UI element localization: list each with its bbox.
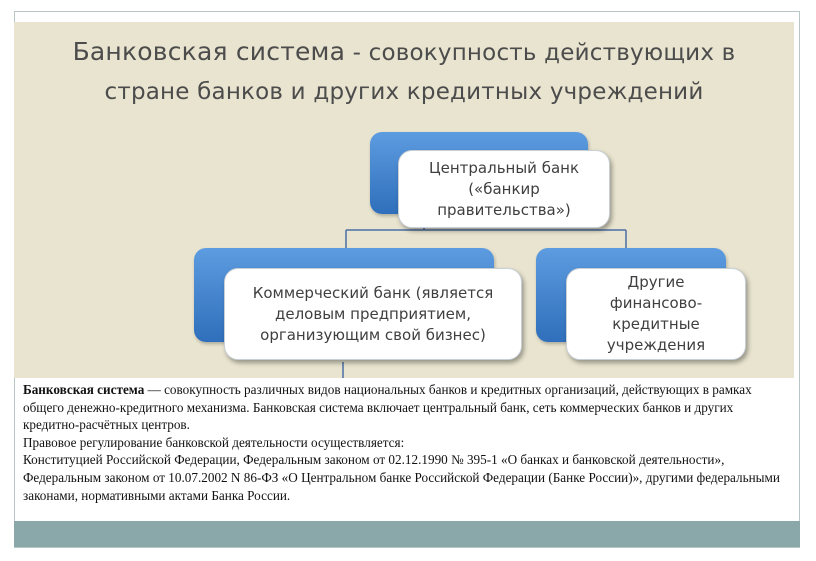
central-line-2: («банкир bbox=[468, 179, 540, 198]
commercial-line-1: Коммерческий банк (является bbox=[252, 283, 494, 302]
central-line-3: правительства») bbox=[437, 200, 571, 219]
other-line-4: учреждения bbox=[606, 336, 706, 354]
caption-definition: Банковская система — совокупность различ… bbox=[23, 381, 788, 434]
slide-caption: Банковская система — совокупность различ… bbox=[23, 381, 788, 504]
other-line-1: Другие bbox=[627, 273, 685, 291]
node-other-institutions: Другие финансово- кредитные учреждения bbox=[566, 268, 746, 360]
slide-title-rest: - совокупность действующих в bbox=[345, 40, 736, 66]
caption-term: Банковская система bbox=[23, 382, 145, 397]
commercial-line-3: организующим свой бизнес) bbox=[260, 325, 486, 344]
slide-title-line1: Банковская система - совокупность действ… bbox=[14, 32, 794, 73]
commercial-line-2: деловым предприятием, bbox=[275, 304, 471, 323]
other-line-3: кредитные bbox=[612, 315, 700, 333]
footer-bar bbox=[14, 521, 800, 547]
central-line-1: Центральный банк bbox=[428, 158, 580, 177]
caption-regulation-text: Конституцией Российской Федерации, Федер… bbox=[23, 452, 780, 503]
slide-title-bold: Банковская система bbox=[72, 37, 346, 66]
other-line-2: финансово- bbox=[609, 294, 703, 312]
caption-regulation-intro: Правовое регулирование банковской деятел… bbox=[23, 434, 405, 450]
node-commercial-bank: Коммерческий банк (является деловым пред… bbox=[224, 268, 522, 360]
slide-title: Банковская система - совокупность действ… bbox=[14, 32, 794, 112]
node-central-bank: Центральный банк («банкир правительства»… bbox=[398, 150, 610, 228]
caption-definition-text: — совокупность различных видов националь… bbox=[23, 382, 752, 433]
diagram-panel: Банковская система - совокупность действ… bbox=[14, 22, 794, 378]
slide-title-line2: стране банков и других кредитных учрежде… bbox=[104, 79, 704, 105]
